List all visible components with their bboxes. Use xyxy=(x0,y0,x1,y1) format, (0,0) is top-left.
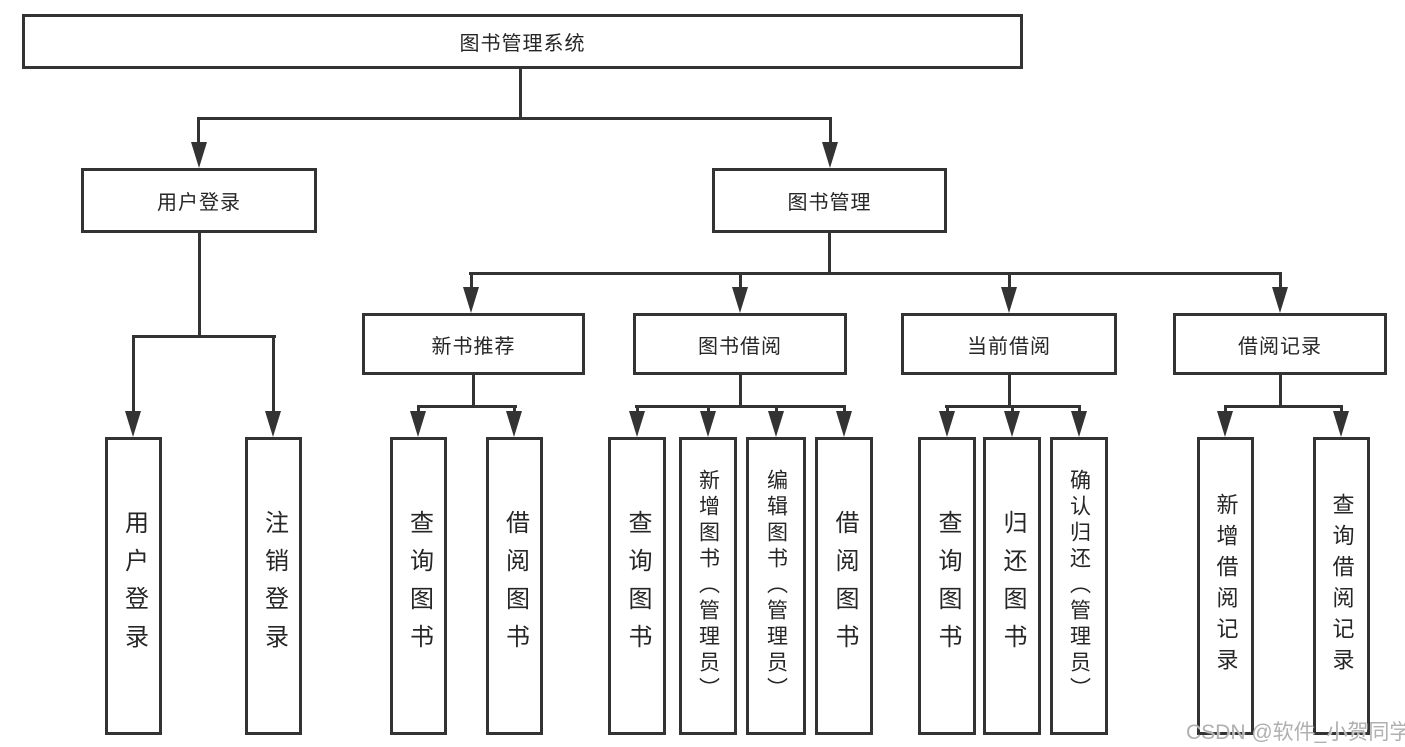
connector xyxy=(1008,272,1011,290)
node-borrow-book-leaf: 借阅图书 xyxy=(815,437,873,735)
arrow-down-icon xyxy=(1272,287,1288,313)
arrow-down-icon xyxy=(1001,287,1017,313)
arrow-down-icon xyxy=(191,142,207,168)
node-confirm-return-admin: 确认归还（管理员） xyxy=(1050,437,1108,735)
node-edit-book-admin-label: 编辑图书（管理员） xyxy=(764,469,788,703)
node-query-book-borrow: 查询图书 xyxy=(608,437,666,735)
arrow-down-icon xyxy=(1217,411,1233,437)
arrow-down-icon xyxy=(463,287,479,313)
node-borrow-records: 借阅记录 xyxy=(1173,313,1387,375)
arrow-down-icon xyxy=(732,287,748,313)
arrow-down-icon xyxy=(1333,411,1349,437)
node-borrow-book-recommend: 借阅图书 xyxy=(486,437,543,735)
connector xyxy=(197,117,832,120)
arrow-down-icon xyxy=(265,411,281,437)
connector xyxy=(635,405,846,408)
connector xyxy=(829,117,832,145)
node-book-borrow-label: 图书借阅 xyxy=(698,335,782,358)
node-return-book-label: 归还图书 xyxy=(999,510,1026,662)
node-user-login-label: 用户登录 xyxy=(157,192,241,214)
node-borrow-book-recommend-label: 借阅图书 xyxy=(501,510,529,662)
node-add-book-admin: 新增图书（管理员） xyxy=(679,437,737,735)
node-query-book-borrow-label: 查询图书 xyxy=(624,510,651,662)
node-current-borrow-label: 当前借阅 xyxy=(967,335,1051,358)
node-new-book-recommend: 新书推荐 xyxy=(362,313,585,375)
connector xyxy=(828,233,831,274)
node-query-book-current-label: 查询图书 xyxy=(934,510,961,662)
connector xyxy=(739,375,742,407)
arrow-down-icon xyxy=(768,411,784,437)
connector xyxy=(469,272,1282,275)
connector xyxy=(417,405,517,408)
connector xyxy=(472,375,475,407)
connector xyxy=(1224,405,1343,408)
node-user-login-leaf: 用户登录 xyxy=(105,437,162,735)
arrow-down-icon xyxy=(939,411,955,437)
node-book-management: 图书管理 xyxy=(712,168,947,233)
node-return-book: 归还图书 xyxy=(983,437,1041,735)
node-logout-label: 注销登录 xyxy=(260,510,288,662)
node-confirm-return-admin-label: 确认归还（管理员） xyxy=(1067,469,1091,703)
connector xyxy=(1008,375,1011,407)
node-root-label: 图书管理系统 xyxy=(459,33,586,55)
node-query-book-current: 查询图书 xyxy=(918,437,976,735)
node-book-management-label: 图书管理 xyxy=(787,192,872,214)
arrow-down-icon xyxy=(700,411,716,437)
arrow-down-icon xyxy=(629,411,645,437)
arrow-down-icon xyxy=(125,411,141,437)
arrow-down-icon xyxy=(506,411,522,437)
node-borrow-records-label: 借阅记录 xyxy=(1238,335,1322,358)
node-query-borrow-record: 查询借阅记录 xyxy=(1313,437,1370,735)
node-query-book-recommend-label: 查询图书 xyxy=(405,510,433,662)
node-query-book-recommend: 查询图书 xyxy=(390,437,447,735)
connector xyxy=(272,335,275,413)
node-root: 图书管理系统 xyxy=(22,14,1023,69)
connector xyxy=(1279,375,1282,407)
connector xyxy=(132,335,276,338)
node-edit-book-admin: 编辑图书（管理员） xyxy=(746,437,806,735)
connector xyxy=(519,69,522,119)
arrow-down-icon xyxy=(836,411,852,437)
node-add-borrow-record-label: 新增借阅记录 xyxy=(1213,493,1239,679)
connector xyxy=(739,272,742,290)
connector xyxy=(197,117,200,145)
node-new-book-recommend-label: 新书推荐 xyxy=(431,335,516,358)
connector xyxy=(1279,272,1282,290)
node-logout: 注销登录 xyxy=(245,437,302,735)
node-add-borrow-record: 新增借阅记录 xyxy=(1197,437,1254,735)
node-add-book-admin-label: 新增图书（管理员） xyxy=(696,469,720,703)
node-borrow-book-leaf-label: 借阅图书 xyxy=(831,510,858,662)
arrow-down-icon xyxy=(822,142,838,168)
connector xyxy=(132,335,135,413)
csdn-watermark: CSDN @软件_小贺同学 xyxy=(1186,721,1405,744)
arrow-down-icon xyxy=(410,411,426,437)
arrow-down-icon xyxy=(1004,411,1020,437)
node-query-borrow-record-label: 查询借阅记录 xyxy=(1329,493,1355,679)
arrow-down-icon xyxy=(1071,411,1087,437)
node-book-borrow: 图书借阅 xyxy=(633,313,847,375)
connector xyxy=(470,272,473,290)
node-user-login-leaf-label: 用户登录 xyxy=(120,510,148,662)
node-user-login: 用户登录 xyxy=(81,168,317,233)
node-current-borrow: 当前借阅 xyxy=(901,313,1117,375)
connector xyxy=(198,233,201,337)
